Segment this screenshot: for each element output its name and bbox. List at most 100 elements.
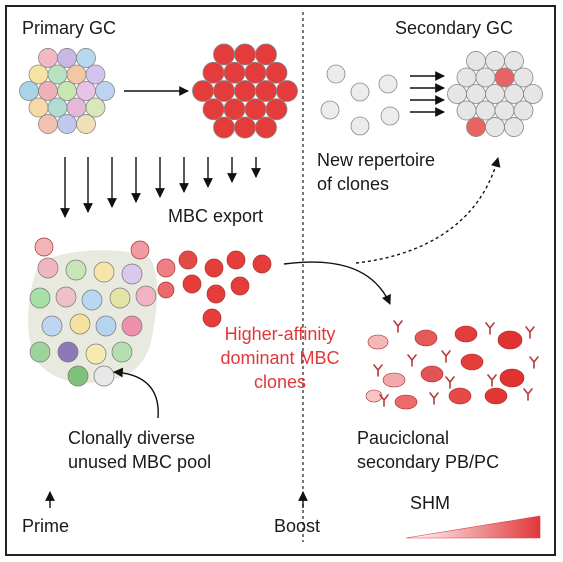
to-secondary-gc-arrow bbox=[355, 157, 501, 264]
antibody-icon bbox=[379, 394, 389, 407]
dominant-mbc-cell bbox=[157, 281, 175, 299]
dominant-red-cell bbox=[255, 43, 277, 66]
dominant-mbc-cell bbox=[182, 274, 202, 294]
antibody-icon bbox=[523, 388, 533, 401]
primary-gc-cell bbox=[76, 81, 96, 101]
dominant-mbc-trail bbox=[34, 237, 272, 328]
pool-cell bbox=[81, 289, 103, 311]
dominant-red-cell bbox=[234, 116, 256, 139]
antibody-icon bbox=[445, 376, 455, 389]
secondary-gc-cell bbox=[504, 117, 524, 137]
dominant-red-cell bbox=[265, 98, 288, 121]
secondary-gc-label: Secondary GC bbox=[395, 18, 514, 38]
mbc-export-arrows bbox=[60, 157, 261, 218]
pool-cell bbox=[121, 315, 143, 337]
primary-gc-cell bbox=[66, 64, 87, 85]
antibody-icon bbox=[525, 326, 535, 339]
pool-cell bbox=[29, 287, 51, 309]
pbpc-cell bbox=[367, 334, 389, 350]
antibody-icon bbox=[525, 326, 535, 339]
dominant-red-cell bbox=[202, 98, 225, 121]
pool-cell bbox=[57, 341, 79, 363]
dominant-mbc-cell bbox=[130, 240, 150, 260]
pool-cell bbox=[121, 263, 143, 285]
pool-cell bbox=[95, 315, 117, 337]
primary-gc-cell bbox=[66, 97, 87, 118]
pbpc-cell bbox=[454, 325, 478, 343]
mbc-pool-cells bbox=[29, 257, 157, 387]
prime-label: Prime bbox=[22, 516, 70, 536]
secondary-gc-cell bbox=[504, 51, 524, 71]
secondary-gc-cell bbox=[513, 100, 534, 121]
dominant-red-cluster bbox=[192, 43, 298, 139]
pool-cell bbox=[55, 286, 77, 308]
secondary-gc-cell bbox=[485, 51, 505, 71]
antibody-icon bbox=[407, 354, 417, 367]
secondary-gc-cell bbox=[485, 84, 505, 104]
secondary-gc-cell bbox=[466, 51, 486, 71]
new-repertoire-cell bbox=[380, 106, 400, 126]
pbpc-cell bbox=[448, 387, 472, 405]
secondary-gc-cell bbox=[494, 100, 515, 121]
antibody-icon bbox=[393, 320, 403, 333]
primary-gc-cell bbox=[19, 81, 39, 101]
antibody-icon bbox=[523, 388, 533, 401]
new-repertoire-label-1: New repertoire bbox=[317, 150, 436, 170]
secondary-gc-cell bbox=[456, 67, 477, 88]
pauciclonal-label-2: secondary PB/PC bbox=[357, 452, 500, 472]
pool-cell bbox=[93, 261, 115, 283]
new-repertoire-cell bbox=[326, 64, 346, 84]
primary-gc-cell bbox=[28, 64, 49, 85]
secondary-gc-cell bbox=[485, 117, 505, 137]
primary-gc-cell bbox=[47, 97, 68, 118]
pauciclonal-label-1: Pauciclonal bbox=[357, 428, 450, 448]
dominant-red-cell bbox=[276, 80, 298, 102]
antibody-icon bbox=[429, 392, 439, 405]
secondary-gc-cell bbox=[456, 100, 477, 121]
primary-gc-cell bbox=[57, 114, 77, 134]
dominant-red-cell bbox=[213, 116, 235, 139]
primary-gc-label: Primary GC bbox=[22, 18, 116, 38]
antibody-icon bbox=[441, 350, 451, 363]
primary-gc-cell bbox=[38, 48, 58, 68]
primary-gc-cell bbox=[57, 48, 77, 68]
return-to-pool-arrow bbox=[113, 367, 159, 419]
dominant-mbc-cell bbox=[204, 258, 224, 278]
dominant-red-cell bbox=[213, 80, 235, 102]
new-repertoire-cell bbox=[350, 116, 370, 136]
secondary-gc-cell bbox=[504, 84, 524, 104]
pool-cell bbox=[29, 341, 51, 363]
dominant-mbc-cell bbox=[206, 284, 226, 304]
boost-label: Boost bbox=[274, 516, 321, 536]
pbpc-cell bbox=[499, 368, 525, 388]
pbpc-cell bbox=[394, 394, 418, 410]
secondary-gc-cell bbox=[523, 84, 543, 104]
mbc-export-label: MBC export bbox=[168, 206, 264, 226]
clonally-diverse-label-1: Clonally diverse bbox=[68, 428, 196, 448]
higher-affinity-label-3: clones bbox=[253, 372, 307, 392]
dominant-red-cell bbox=[244, 61, 267, 84]
secondary-gc-cell bbox=[494, 67, 515, 88]
antibody-icon bbox=[393, 320, 403, 333]
dominant-mbc-cell bbox=[178, 250, 198, 270]
dominant-mbc-cell bbox=[202, 308, 222, 328]
secondary-gc-cell bbox=[475, 67, 496, 88]
primary-gc-cell bbox=[38, 114, 58, 134]
primary-gc-cell bbox=[28, 97, 49, 118]
to-pbpc-arrow bbox=[283, 261, 391, 305]
secondary-gc-cell bbox=[513, 67, 534, 88]
dominant-red-cell bbox=[234, 43, 256, 66]
antibody-icon bbox=[407, 354, 417, 367]
dominant-mbc-cell bbox=[252, 254, 272, 274]
antibody-icon bbox=[441, 350, 451, 363]
shm-gradient-wedge bbox=[405, 515, 541, 539]
pool-cell bbox=[85, 343, 107, 365]
pbpc-cell bbox=[460, 353, 484, 371]
secondary-gc-cell bbox=[466, 117, 486, 137]
clonally-diverse-label-2: unused MBC pool bbox=[68, 452, 212, 472]
antibody-icon bbox=[373, 364, 383, 377]
antibody-icon bbox=[529, 356, 539, 369]
dominant-mbc-cell bbox=[226, 250, 246, 270]
pool-cell bbox=[67, 365, 89, 387]
new-repertoire-label-2: of clones bbox=[317, 174, 390, 194]
